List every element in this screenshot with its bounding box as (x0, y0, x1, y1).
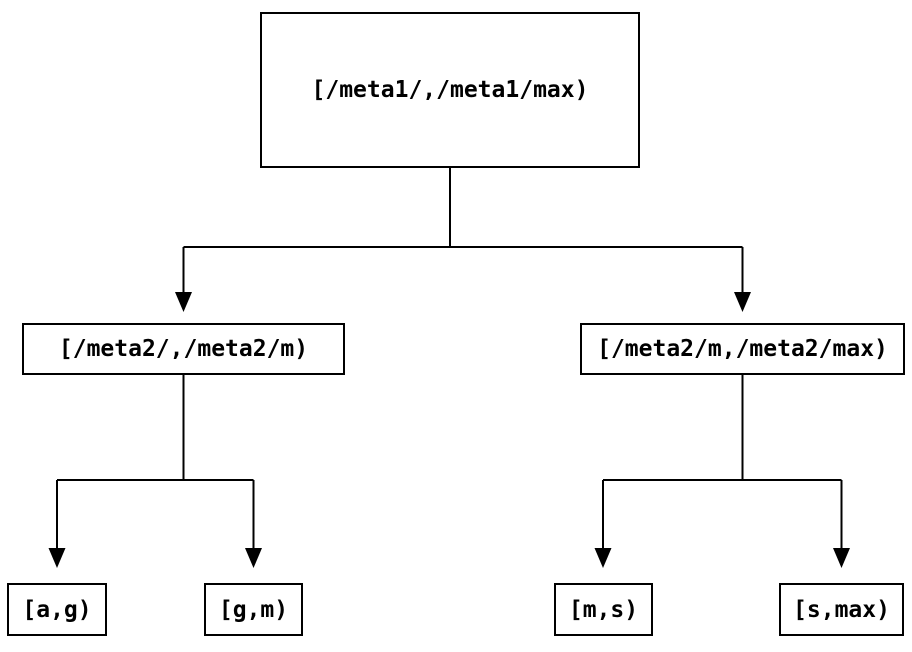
node-leaf-gm-label: [g,m) (218, 596, 289, 623)
edge-arrowhead-meta2-low (175, 292, 192, 312)
edge-meta2-low-to-children (56, 375, 255, 548)
node-leaf-ms-label: [m,s) (568, 596, 639, 623)
edge-arrowhead-leaf-ms (594, 548, 612, 568)
node-leaf-smax: [s,max) (779, 583, 904, 636)
edge-arrowhead-meta2-high (734, 292, 751, 312)
node-meta2-low: [/meta2/,/meta2/m) (22, 323, 345, 375)
node-meta2-low-label: [/meta2/,/meta2/m) (58, 336, 309, 362)
edge-arrowhead-leaf-smax (833, 548, 850, 568)
node-root-label: [/meta1/,/meta1/max) (311, 77, 589, 103)
node-meta2-high-label: [/meta2/m,/meta2/max) (597, 336, 888, 362)
node-leaf-smax-label: [s,max) (793, 596, 890, 623)
node-leaf-gm: [g,m) (204, 583, 303, 636)
node-leaf-ag: [a,g) (7, 583, 107, 636)
node-leaf-ms: [m,s) (554, 583, 653, 636)
node-leaf-ag-label: [a,g) (22, 596, 92, 623)
node-root: [/meta1/,/meta1/max) (260, 12, 640, 168)
edge-root-to-children (182, 168, 744, 292)
node-meta2-high: [/meta2/m,/meta2/max) (580, 323, 905, 375)
edge-meta2-high-to-children (602, 375, 843, 548)
edge-arrowhead-leaf-ag (48, 548, 66, 568)
edge-arrowhead-leaf-gm (245, 548, 262, 568)
